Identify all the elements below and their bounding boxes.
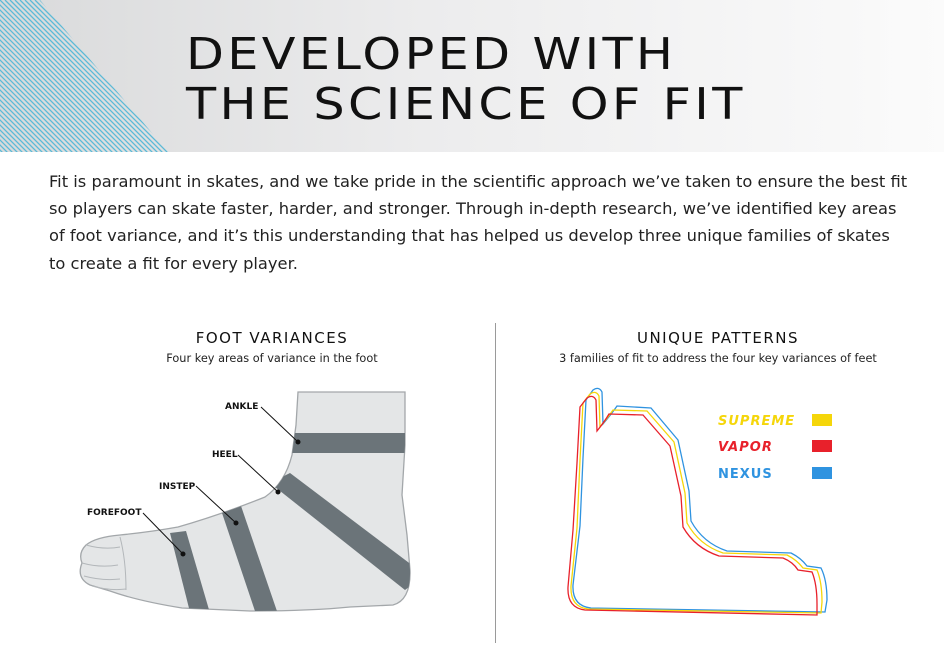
ankle-label: ANKLE: [225, 402, 258, 412]
leader-lines: [142, 406, 301, 557]
headline-line-2: THE SCIENCE OF FIT: [186, 79, 746, 130]
heel-band: [270, 473, 411, 590]
legend-nexus-label: NEXUS: [718, 467, 773, 482]
headline-line-1: DEVELOPED WITH: [186, 29, 677, 80]
legend-supreme-swatch: [812, 414, 832, 426]
forefoot-label: FOREFOOT: [87, 508, 142, 518]
pattern-legend: SUPREME VAPOR NEXUS: [718, 414, 832, 482]
legend-vapor-swatch: [812, 440, 832, 452]
diagonal-stripes-decoration: [0, 0, 168, 152]
header-banner: DEVELOPED WITH THE SCIENCE OF FIT: [0, 0, 944, 152]
instep-band: [220, 503, 280, 611]
foot-variances-subtitle: Four key areas of variance in the foot: [166, 352, 378, 365]
heel-label: HEEL: [212, 450, 238, 460]
legend-supreme-label: SUPREME: [718, 414, 795, 429]
foot-variances-title: FOOT VARIANCES: [195, 329, 349, 347]
toe-lines: [81, 536, 127, 591]
legend-nexus-swatch: [812, 467, 832, 479]
instep-label: INSTEP: [159, 482, 196, 492]
page-headline: DEVELOPED WITH THE SCIENCE OF FIT: [186, 30, 746, 130]
foot-variance-diagram: ANKLE HEEL INSTEP FOREFOOT: [79, 391, 411, 612]
column-divider: [495, 323, 496, 643]
legend-vapor-label: VAPOR: [718, 440, 773, 455]
unique-patterns-title: UNIQUE PATTERNS: [636, 329, 800, 347]
unique-patterns-subtitle: 3 families of fit to address the four ke…: [559, 352, 877, 365]
vapor-pattern-outline: [567, 395, 818, 616]
intro-paragraph: Fit is paramount in skates, and we take …: [49, 172, 908, 273]
ankle-band: [270, 433, 411, 453]
forefoot-band: [170, 531, 212, 611]
skate-pattern-diagram: SUPREME VAPOR NEXUS: [567, 387, 832, 616]
